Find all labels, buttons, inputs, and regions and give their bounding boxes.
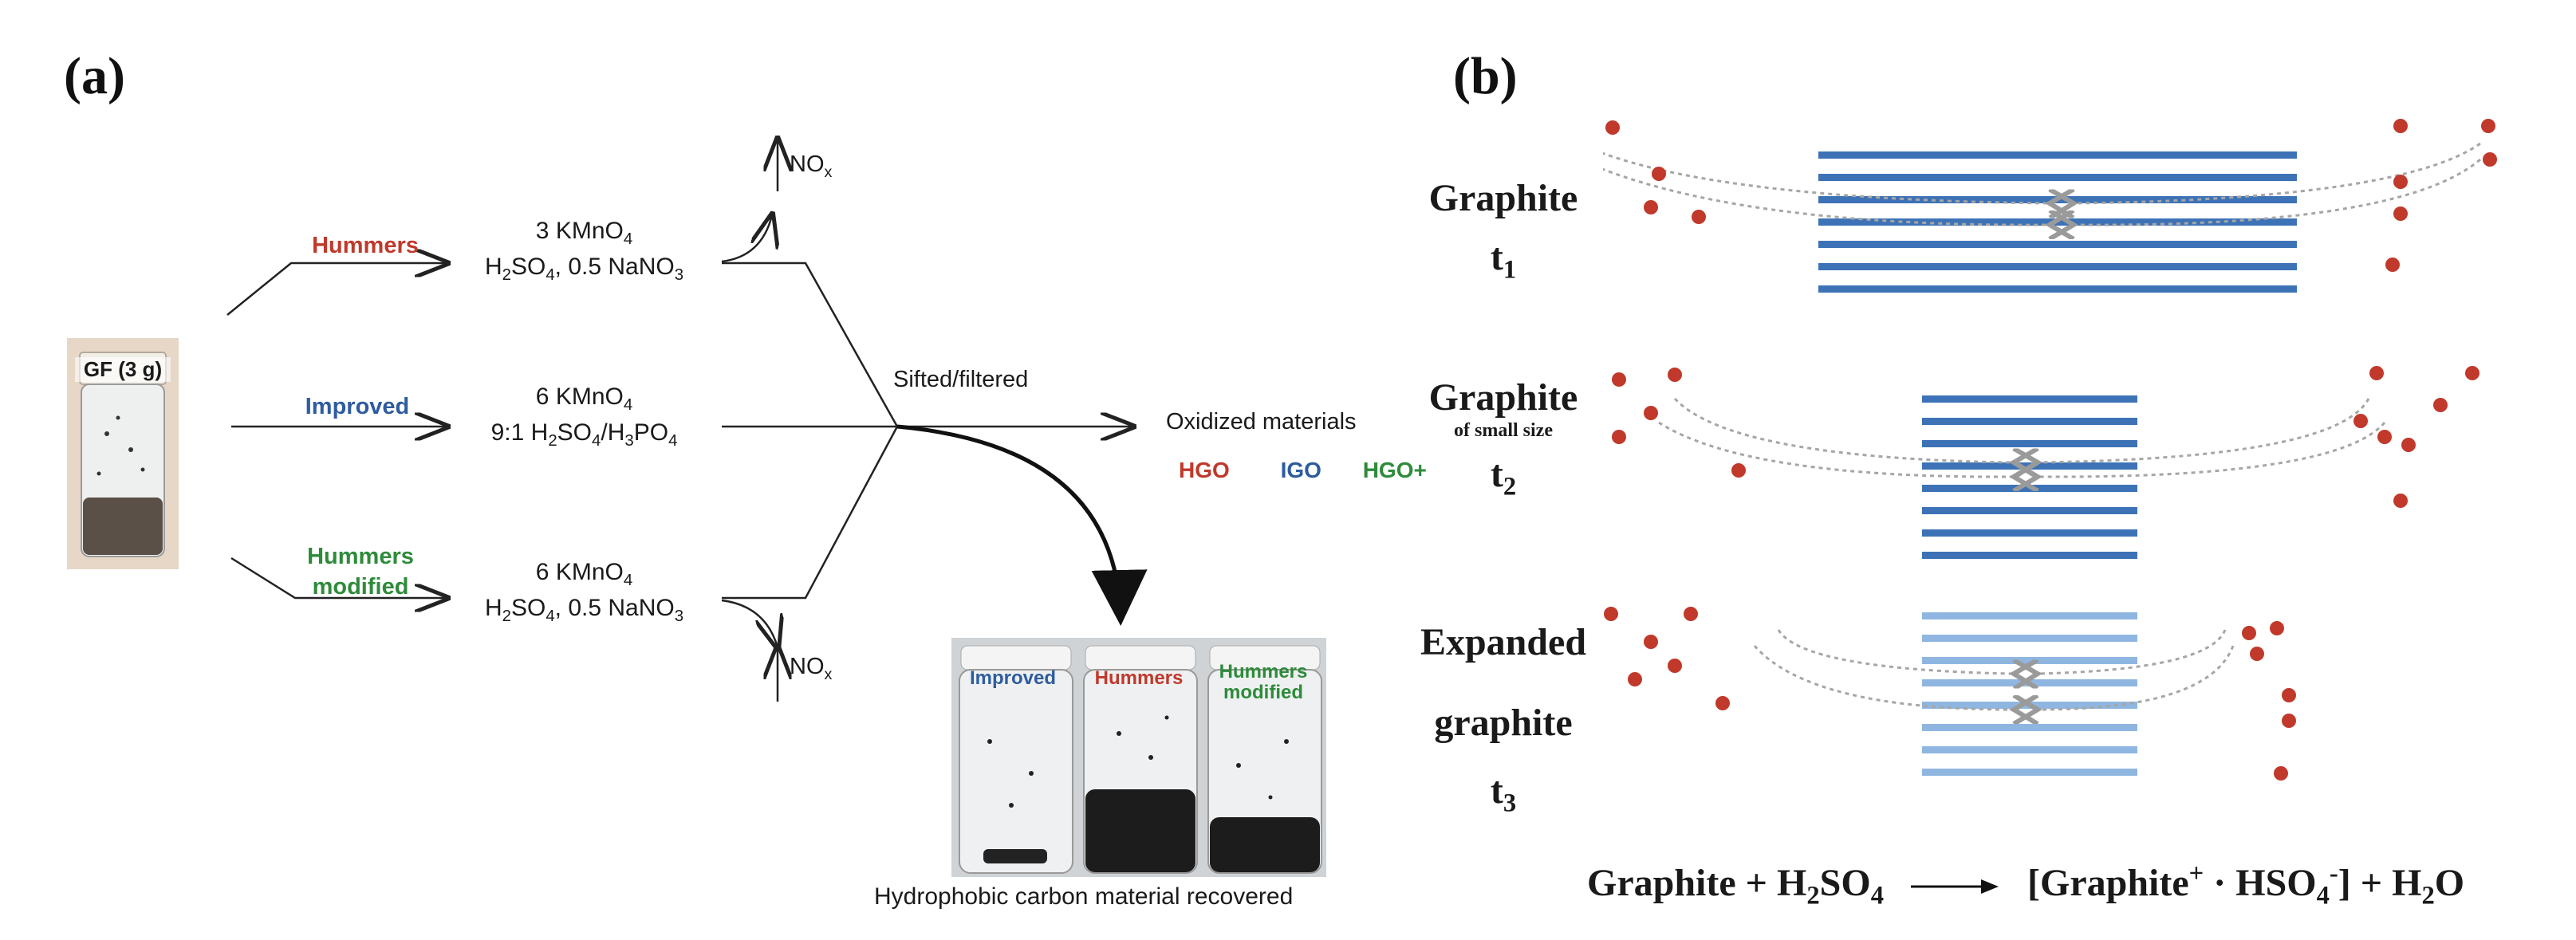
product-hgoplus: HGO+ [1362,458,1427,482]
stage-3-time: t3 [1490,769,1517,818]
photo-caption-modified: Hummers modified [1219,661,1308,704]
photo-caption-hummers: Hummers [1094,667,1184,689]
route-improved-text: Improved [305,394,410,419]
reaction-arrow-icon [1911,879,1999,894]
product-hgo: HGO [1179,458,1230,482]
panel-b-label: (b) [1453,47,1518,105]
photo-caption-improved: Improved [969,667,1057,689]
nox-top-label: NOx [790,151,833,181]
nox-bottom-label: NOx [790,654,833,683]
panel-a-label: (a) [64,47,125,105]
product-igo: IGO [1280,458,1321,482]
reagent-hummers: 3 KMnO4 H2SO4, 0.5 NaNO3 [484,218,684,284]
stage-2-title: Graphite [1428,376,1578,419]
intercalation-diagram [1603,119,2497,781]
oxidized-label: Oxidized materials [1166,409,1357,435]
stage-3-particles [1628,607,2296,781]
route-improved-label: Improved [293,392,421,423]
stage-3-particles-left [1604,607,1618,621]
stage-2-flow-lines [1658,397,2386,477]
reagent-improved: 6 KMnO4 9:1 H2SO4/H3PO4 [490,383,678,450]
stage-3-layers [1922,612,2137,776]
reaction-equation: Graphite + H2SO4 [Graphite+ · HSO4-] + H… [1587,859,2465,911]
reagent-modified: 6 KMnO4 H2SO4, 0.5 NaNO3 [484,559,684,625]
stage-2-time: t2 [1490,452,1517,501]
gf-label: GF (3 g) [75,357,171,382]
stage-1-particles [1605,119,2497,272]
stage-3-title-line1: Expanded [1420,621,1587,663]
route-hummers-text: Hummers [312,233,419,258]
stage-1-title: Graphite [1428,177,1578,219]
stage-3-flow-lines [1753,629,2235,710]
route-modified-line1: Hummers [307,544,414,569]
panel-a-arrows [226,0,1148,702]
sifted-label: Sifted/filtered [893,367,1029,392]
product-list: HGO IGO HGO+ [1179,458,1427,483]
stage-2-label: Graphite of small size t2 [1404,375,1603,502]
route-modified-line2: modified [312,573,409,600]
route-hummers-label: Hummers [301,231,429,262]
route-modified-label: Hummers modified [297,542,424,602]
recovered-vials-icon [951,638,1326,877]
stage-1-time: t1 [1490,235,1517,285]
stage-1-label: Graphite t1 [1404,175,1603,285]
stage-1-flow-lines [1603,142,2481,225]
stage-2-subtitle: of small size [1454,419,1553,441]
stage-3-label: Expanded graphite t3 [1404,612,1603,824]
stage-3-title-line2: graphite [1434,701,1573,744]
recovered-vials-photo [951,638,1326,877]
recovered-label: Hydrophobic carbon material recovered [874,883,1294,910]
stage-2-particles [1612,366,2479,508]
